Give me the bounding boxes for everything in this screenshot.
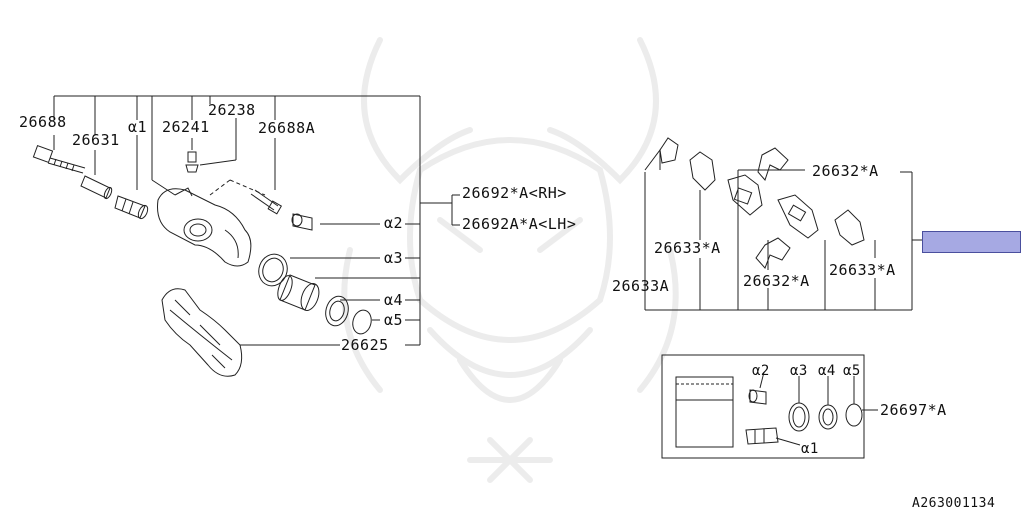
bracket-drawing <box>161 288 243 377</box>
pin-drawing <box>250 189 283 215</box>
part-label-bolt[interactable]: 26688 <box>19 113 67 131</box>
piston-boot-drawing <box>325 295 349 327</box>
part-label-a3[interactable]: α3 <box>384 249 404 267</box>
highlighted-part-box[interactable] <box>922 231 1021 253</box>
sleeve-drawing <box>80 175 113 200</box>
kit-label-a5[interactable]: α5 <box>843 363 861 379</box>
kit-piston-boot-drawing <box>818 376 838 430</box>
part-label-pin-alt[interactable]: 26688A <box>258 119 316 137</box>
kit-grease-box <box>675 376 734 448</box>
part-label-bolt-cap[interactable]: 26631 <box>72 131 120 149</box>
part-label-pad-set[interactable]: 26633A <box>612 277 670 295</box>
part-label-pad-right[interactable]: 26633*A <box>829 261 896 279</box>
pad-group-corner <box>644 148 661 171</box>
kit-label-a4[interactable]: α4 <box>818 363 836 379</box>
part-label-kit[interactable]: 26697*A <box>880 401 947 419</box>
part-label-clip-bottom[interactable]: 26632*A <box>743 272 810 290</box>
ring-drawing <box>352 309 372 335</box>
part-label-a1[interactable]: α1 <box>128 118 148 136</box>
bolt-drawing <box>32 144 86 174</box>
caliper-body-drawing <box>157 179 266 267</box>
part-label-a5[interactable]: α5 <box>384 311 404 329</box>
figure-id: A263001134 <box>912 496 996 511</box>
kit-ring-drawing <box>845 376 878 427</box>
boot-drawing <box>114 195 149 220</box>
part-label-bracket[interactable]: 26625 <box>341 336 389 354</box>
part-label-bleeder[interactable]: 26241 <box>162 118 210 136</box>
part-label-pin[interactable]: 26238 <box>208 101 256 119</box>
part-label-assy-rh[interactable]: 26692*A<RH> <box>462 184 567 202</box>
kit-bushing-drawing <box>748 371 767 405</box>
kit-label-a3[interactable]: α3 <box>790 363 808 379</box>
seal-drawing <box>258 253 288 287</box>
bushing-drawing <box>291 213 313 231</box>
pad-shim-drawing <box>659 137 865 269</box>
piston-drawing <box>277 274 320 311</box>
part-label-pad-left[interactable]: 26633*A <box>654 239 721 257</box>
kit-boot-drawing <box>745 427 801 446</box>
kit-label-a2[interactable]: α2 <box>752 363 770 379</box>
kit-box <box>661 354 865 459</box>
kit-seal-drawing <box>788 376 810 432</box>
part-label-clip-top[interactable]: 26632*A <box>812 162 879 180</box>
part-label-assy-lh[interactable]: 26692A*A<LH> <box>462 215 577 233</box>
kit-label-a1[interactable]: α1 <box>801 441 819 457</box>
part-label-a2[interactable]: α2 <box>384 214 404 232</box>
bleeder-drawing <box>185 151 199 173</box>
part-label-a4[interactable]: α4 <box>384 291 404 309</box>
samurai-helmet-watermark <box>341 37 679 483</box>
